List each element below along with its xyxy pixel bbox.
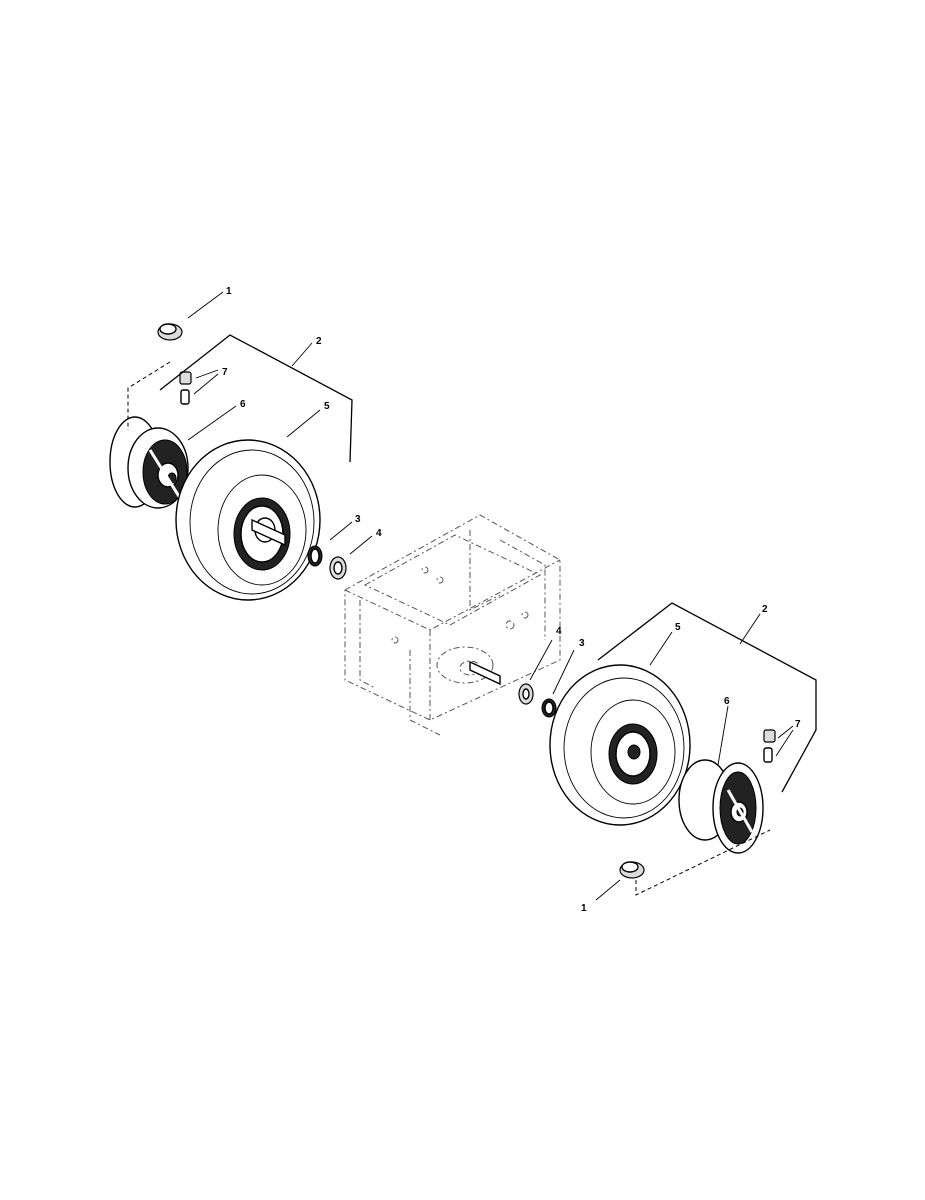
left-rim bbox=[109, 416, 189, 509]
right-callout-6: 6 bbox=[724, 696, 730, 707]
right-valve-stem bbox=[763, 729, 776, 763]
right-callout-7: 7 bbox=[795, 719, 801, 730]
left-callout-7: 7 bbox=[222, 367, 228, 378]
right-washer bbox=[518, 683, 534, 705]
left-washer bbox=[329, 556, 347, 580]
right-callout-4: 4 bbox=[556, 626, 562, 637]
right-bushing bbox=[541, 698, 557, 718]
left-assembly-bracket bbox=[159, 334, 353, 463]
right-callout-3: 3 bbox=[579, 638, 585, 649]
right-callout-2: 2 bbox=[762, 604, 768, 615]
right-callout-1: 1 bbox=[581, 903, 587, 914]
right-callout-5: 5 bbox=[675, 622, 681, 633]
right-hub-cap bbox=[619, 861, 645, 879]
right-assembly-bracket bbox=[597, 602, 817, 793]
left-valve-stem bbox=[179, 371, 192, 405]
left-callout-1: 1 bbox=[226, 286, 232, 297]
left-wheel-assembly: 1 2 7 6 5 3 4 bbox=[109, 286, 382, 601]
left-bushing bbox=[307, 545, 323, 567]
left-callout-5: 5 bbox=[324, 401, 330, 412]
right-wheel-assembly: 4 3 5 2 6 7 1 bbox=[469, 602, 817, 914]
right-cap-guide-line bbox=[635, 829, 771, 896]
left-callout-3: 3 bbox=[355, 514, 361, 525]
right-rim bbox=[678, 759, 764, 854]
right-axle-stub bbox=[469, 660, 501, 686]
left-callout-6: 6 bbox=[240, 399, 246, 410]
left-callout-4: 4 bbox=[376, 528, 382, 539]
left-callout-2: 2 bbox=[316, 336, 322, 347]
right-tire bbox=[549, 664, 691, 826]
left-hub-cap bbox=[157, 323, 183, 341]
left-cap-guide-line bbox=[127, 361, 171, 430]
left-tire bbox=[175, 439, 321, 601]
